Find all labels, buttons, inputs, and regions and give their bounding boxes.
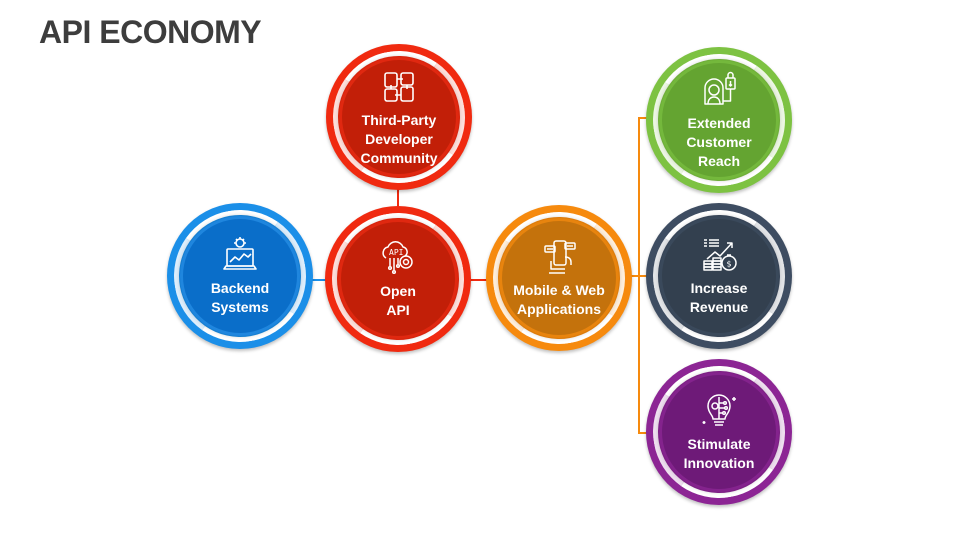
hands-teamwork-icon [384,71,414,102]
page-title: API ECONOMY [39,14,262,50]
node-backend-systems: Backend Systems [163,199,317,353]
lightbulb-circuit-icon [702,394,736,426]
connector-backend-openapi [310,279,328,281]
node-stimulate-innovation: Stimulate Innovation [642,355,796,509]
svg-text:$: $ [727,260,732,269]
node-core: Extended Customer Reach [659,60,779,180]
node-core: Backend Systems [180,216,300,336]
laptop-analytics-gear-icon [223,237,257,270]
node-extended-customer-reach: Extended Customer Reach [642,43,796,197]
node-label: Mobile & Web Applications [513,282,605,317]
customer-shopping-bag-icon [704,71,736,105]
hand-smartphone-icon [544,240,576,274]
node-label: Stimulate Innovation [683,436,755,471]
bracket-vertical [638,117,640,434]
connector-openapi-mobile [469,279,488,281]
bracket-bottom-arm [638,432,652,434]
node-core: Mobile & Web Applications [499,218,619,338]
node-core: $ Increase Revenue [659,216,779,336]
coins-growth-chart-icon: $ [703,239,737,271]
node-label: Third-Party Developer Community [360,111,438,166]
node-mobile-web-applications: Mobile & Web Applications [482,201,636,355]
node-core: Stimulate Innovation [659,372,779,492]
node-increase-revenue: $ Increase Revenue [642,199,796,353]
connector-mobile-bracket [630,275,650,277]
node-third-party-developer-community: Third-Party Developer Community [322,40,476,194]
api-cloud-gear-icon: API [382,241,413,275]
node-label: Extended Customer Reach [686,114,752,169]
node-core: Third-Party Developer Community [339,57,459,177]
node-open-api: API Open API [321,202,475,356]
bracket-top-arm [638,117,652,119]
node-core: API Open API [338,219,458,339]
connector-thirdparty-openapi [397,186,399,208]
node-label: Backend Systems [210,280,270,315]
node-label: Increase Revenue [689,280,749,315]
svg-text:API: API [389,248,404,257]
node-label: Open API [380,283,416,318]
